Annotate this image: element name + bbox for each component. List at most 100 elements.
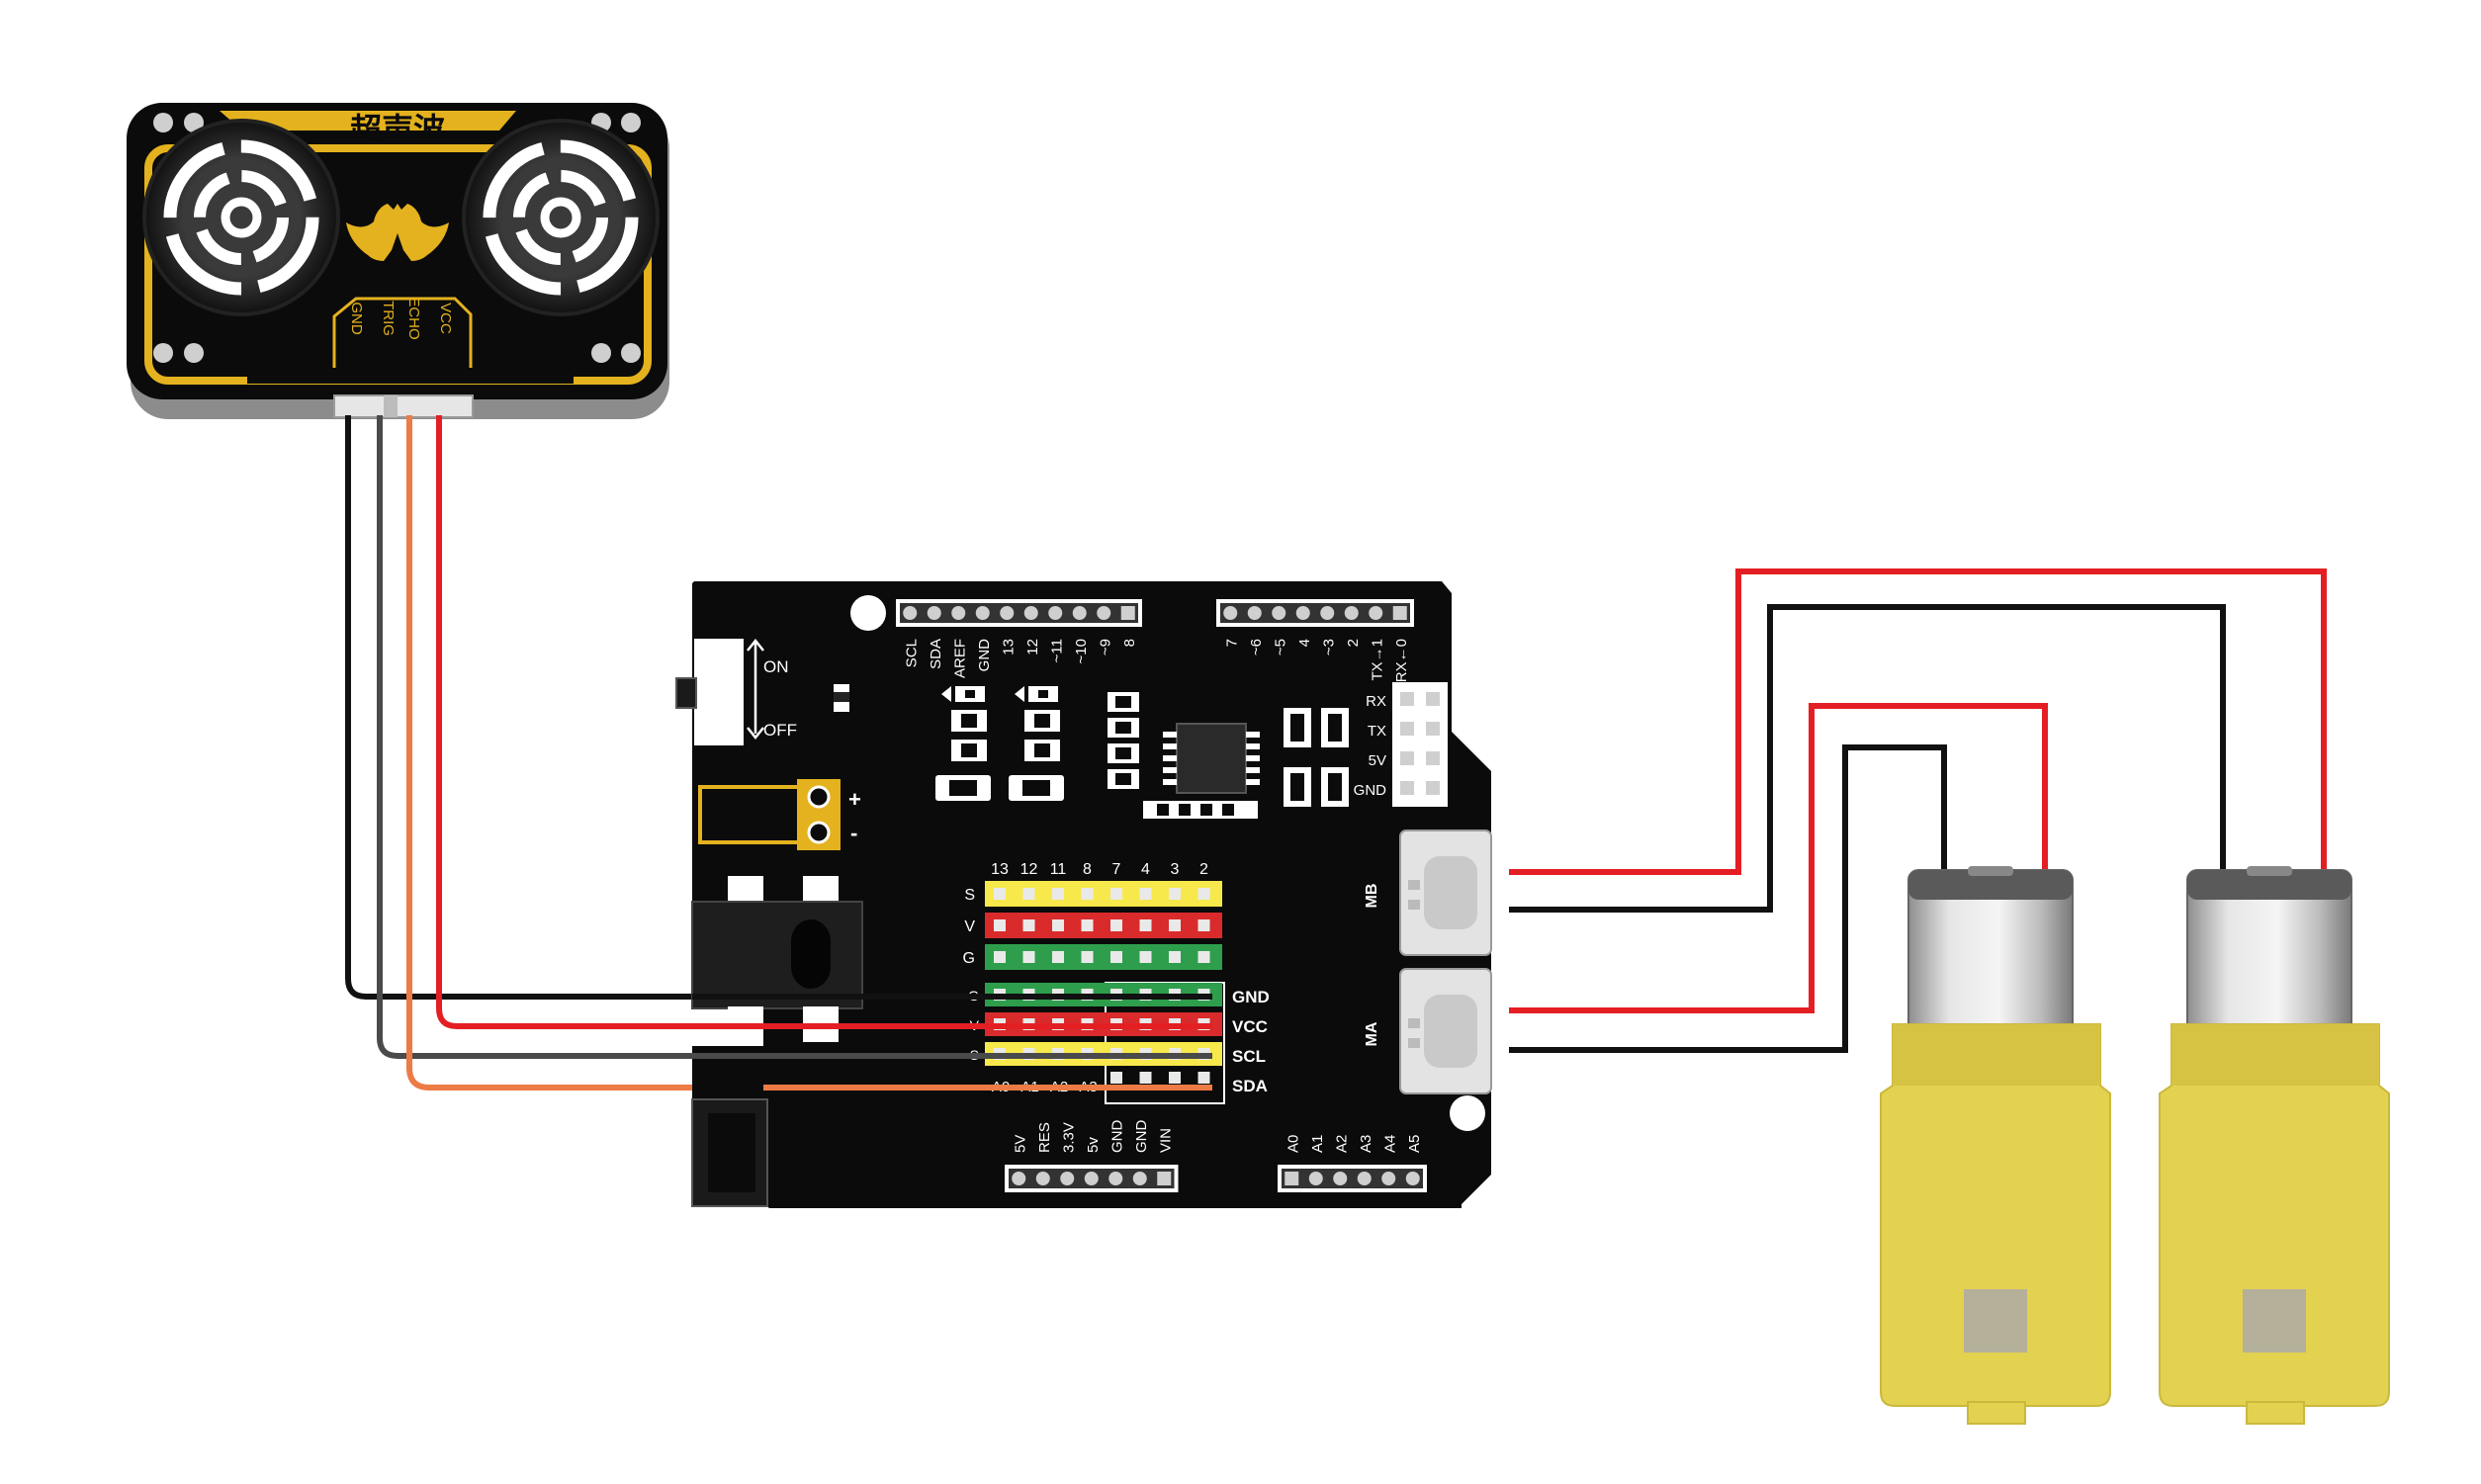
wire-ma-black <box>1509 744 1947 1053</box>
motor-port-ma[interactable] <box>1399 968 1492 1094</box>
sensor-connector-divider <box>384 395 398 417</box>
digital-pin[interactable] <box>1052 919 1064 931</box>
top-header-right-pin[interactable] <box>1369 606 1383 620</box>
bottom-header-right-pin[interactable] <box>1405 1172 1420 1185</box>
sensor-pin-label: GND <box>348 302 365 335</box>
power-switch-knob[interactable] <box>675 677 697 709</box>
top-header-left-pin[interactable] <box>1023 606 1038 620</box>
bottom-header-left-pin[interactable] <box>1035 1172 1050 1185</box>
digital-pin[interactable] <box>1139 888 1152 900</box>
digital-pin-number: 11 <box>1050 861 1067 878</box>
top-header-right[interactable] <box>1216 599 1414 627</box>
top-header-left-pin[interactable] <box>951 606 966 620</box>
bottom-header-right[interactable] <box>1278 1165 1427 1192</box>
switch-on-label: ON <box>763 657 789 676</box>
bottom-header-right-pin[interactable] <box>1285 1172 1299 1185</box>
bottom-header-right-pin[interactable] <box>1308 1172 1323 1185</box>
digital-pin[interactable] <box>1139 951 1152 963</box>
top-header-right-pin[interactable] <box>1223 606 1238 620</box>
top-header-left-pin[interactable] <box>927 606 941 620</box>
top-header-left[interactable] <box>896 599 1142 627</box>
top-header-left-pin[interactable] <box>975 606 990 620</box>
power-switch[interactable]: ON OFF <box>675 638 797 745</box>
i2c-pin[interactable] <box>1197 1072 1210 1084</box>
bottom-header-left-pin[interactable] <box>1060 1172 1075 1185</box>
i2c-pin[interactable] <box>1110 1072 1122 1084</box>
digital-pin-block[interactable] <box>985 881 1222 970</box>
top-header-right-pin[interactable] <box>1295 606 1310 620</box>
top-header-right-body <box>1220 603 1410 623</box>
power-switch-body <box>694 639 744 745</box>
digital-pin[interactable] <box>1022 919 1035 931</box>
bottom-header-left[interactable] <box>1005 1165 1179 1192</box>
bottom-header-left-pin[interactable] <box>1108 1172 1123 1185</box>
top-header-left-pin[interactable] <box>1120 606 1135 620</box>
dc-jack-body <box>691 901 863 1009</box>
bottom-header-left-pin[interactable] <box>1084 1172 1099 1185</box>
top-header-left-pin[interactable] <box>1097 606 1111 620</box>
digital-pin[interactable] <box>1022 951 1035 963</box>
motor-gearbox <box>2159 1023 2390 1407</box>
top-header-right-pin[interactable] <box>1320 606 1335 620</box>
bottom-header-left-pin[interactable] <box>1132 1172 1147 1185</box>
bottom-header-right-pin[interactable] <box>1357 1172 1372 1185</box>
top-header-left-pin[interactable] <box>903 606 918 620</box>
top-header-right-pin[interactable] <box>1272 606 1286 620</box>
top-header-right-pin[interactable] <box>1392 606 1407 620</box>
bottom-header-left-pin[interactable] <box>1157 1172 1172 1185</box>
top-header-left-pin[interactable] <box>1072 606 1087 620</box>
bottom-header-left-pin[interactable] <box>1012 1172 1026 1185</box>
motor-gearbox-band <box>2171 1024 2379 1086</box>
motor-port-mb[interactable] <box>1399 829 1492 956</box>
bottom-header-right-pin[interactable] <box>1333 1172 1348 1185</box>
top-header-label: ~9 <box>1097 639 1113 655</box>
digital-pin[interactable] <box>1169 951 1181 963</box>
wire-gnd <box>345 415 1142 1000</box>
top-header-right-pin[interactable] <box>1344 606 1359 620</box>
digital-pin[interactable] <box>1197 951 1210 963</box>
digital-pin[interactable] <box>1081 888 1094 900</box>
switch-off-label: OFF <box>763 721 797 740</box>
digital-pin[interactable] <box>1022 888 1035 900</box>
top-header-label: 13 <box>1000 639 1017 655</box>
motor-output-shaft <box>1964 1289 2027 1353</box>
i2c-pin[interactable] <box>1169 1072 1181 1084</box>
digital-pin[interactable] <box>1197 919 1210 931</box>
digital-pin[interactable] <box>994 919 1006 931</box>
digital-pin[interactable] <box>1110 919 1122 931</box>
digital-pin[interactable] <box>1169 888 1181 900</box>
chip-pin <box>1246 755 1260 761</box>
top-header-right-pin[interactable] <box>1247 606 1262 620</box>
motor-can-cap <box>2187 870 2351 900</box>
top-header-label: 8 <box>1121 639 1138 647</box>
digital-pin[interactable] <box>1081 919 1094 931</box>
top-header-label: RX←0 <box>1393 639 1410 682</box>
digital-pin[interactable] <box>1110 951 1122 963</box>
top-header-left-pin[interactable] <box>1000 606 1015 620</box>
digital-pin[interactable] <box>1197 888 1210 900</box>
chip-pin <box>1163 732 1177 738</box>
motor-port-label: MA <box>1364 1021 1380 1046</box>
digital-pin[interactable] <box>994 888 1006 900</box>
bottom-header-right-pin[interactable] <box>1381 1172 1396 1185</box>
digital-pin[interactable] <box>1139 919 1152 931</box>
serial-label: 5V <box>1369 752 1386 769</box>
wire-mb-red <box>1509 568 2327 876</box>
top-header-left-pin[interactable] <box>1048 606 1063 620</box>
digital-pin[interactable] <box>1110 888 1122 900</box>
digital-pin[interactable] <box>1052 888 1064 900</box>
digital-pin-number: 4 <box>1141 861 1150 878</box>
digital-pin[interactable] <box>1169 919 1181 931</box>
top-header-label: GND <box>976 639 993 672</box>
chip-pin <box>1163 779 1177 785</box>
serial-pin <box>1400 692 1414 706</box>
digital-pin[interactable] <box>994 951 1006 963</box>
digital-pin[interactable] <box>1081 951 1094 963</box>
digital-pin[interactable] <box>1052 951 1064 963</box>
i2c-pin[interactable] <box>1139 1072 1152 1084</box>
